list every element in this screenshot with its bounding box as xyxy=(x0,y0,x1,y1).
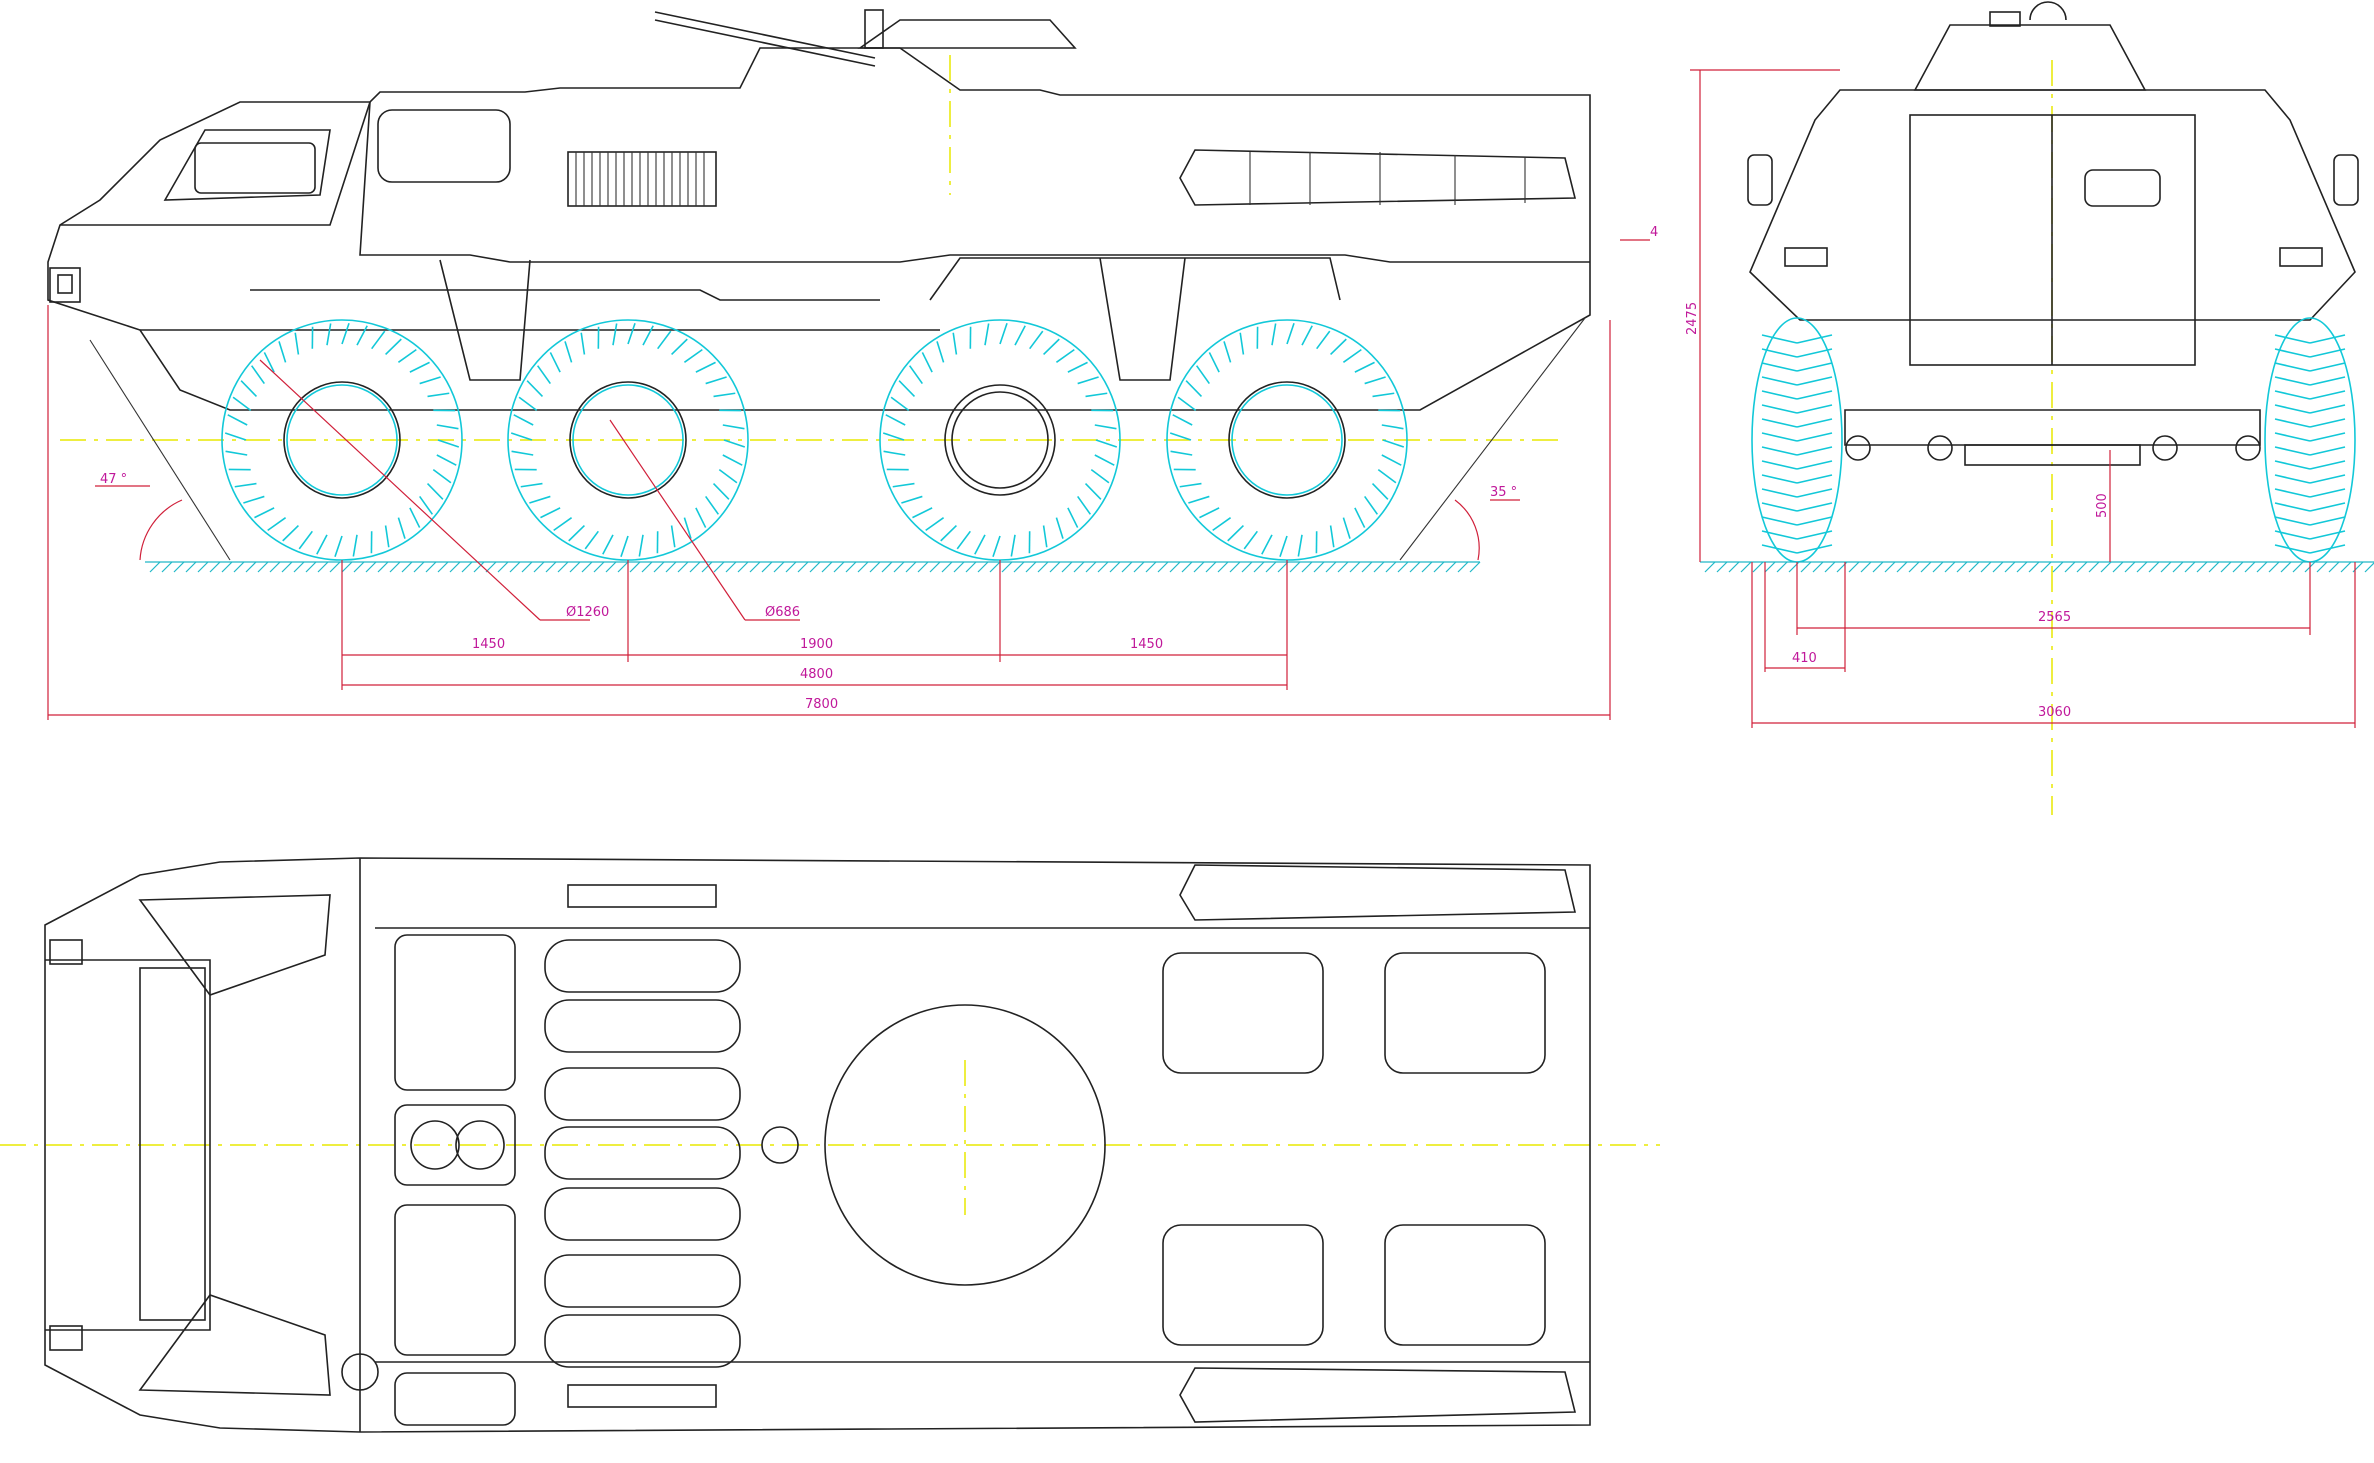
front-cupola xyxy=(2029,1,2067,21)
front-mirror-right xyxy=(2333,154,2359,206)
side-wheel-2-hub xyxy=(569,381,687,499)
side-wheel-1-hub xyxy=(283,381,401,499)
side-wheels xyxy=(221,319,1408,561)
side-sponson-rear xyxy=(929,257,1341,301)
overall-height-label: 2475 xyxy=(1685,302,1700,335)
departure-angle-label: 35 ° xyxy=(1490,485,1517,500)
front-tow-plate xyxy=(1964,444,2141,466)
front-tyre-right xyxy=(2264,317,2356,563)
side-hull-outline xyxy=(47,47,1591,411)
front-tyre-left xyxy=(1751,317,1843,563)
front-light-left xyxy=(1784,247,1828,267)
top-light-left xyxy=(49,939,83,965)
wheel-diameter-alt-label: Ø686 xyxy=(765,605,800,620)
small-offset-label: 4 xyxy=(1650,225,1658,240)
top-filler-cap xyxy=(341,1353,379,1391)
top-rear-hatch-1 xyxy=(1162,952,1324,1074)
tyre-width-label: 410 xyxy=(1792,651,1817,666)
front-light-right xyxy=(2279,247,2323,267)
top-glacis-hatch xyxy=(139,967,206,1321)
side-exhaust-pipes xyxy=(1179,149,1577,206)
front-hub-right xyxy=(2235,435,2261,461)
top-hatch-left xyxy=(138,894,331,996)
side-door xyxy=(377,109,511,183)
side-strut-rear xyxy=(1099,257,1186,381)
axle-gap-3-label: 1450 xyxy=(1130,637,1163,652)
side-wheel-4-hub xyxy=(1228,381,1346,499)
top-rear-hatch-4 xyxy=(1384,1224,1546,1346)
overall-length-label: 7800 xyxy=(805,697,838,712)
top-grille-right xyxy=(567,1384,717,1408)
side-view: 47 ° 35 ° Ø1260 Ø686 1450 1900 1450 4800… xyxy=(47,9,1658,720)
departure-angle-arc xyxy=(1454,499,1480,561)
wheel-diameter-alt-leader xyxy=(609,419,746,621)
top-exhaust-left xyxy=(1179,864,1577,921)
top-panel-4 xyxy=(394,1372,516,1426)
side-hull-bevel xyxy=(60,101,371,226)
front-hub-left xyxy=(1845,435,1871,461)
axle-gap-1-label: 1450 xyxy=(472,637,505,652)
top-rear-hatch-2 xyxy=(1384,952,1546,1074)
front-joint-left xyxy=(1927,435,1953,461)
side-gun-barrel xyxy=(654,11,876,59)
front-mirror-left xyxy=(1747,154,1773,206)
top-view xyxy=(0,857,1660,1433)
front-view: 2475 500 2565 410 3060 xyxy=(1685,1,2374,815)
top-rear-hatch-3 xyxy=(1162,1224,1324,1346)
side-turret xyxy=(857,19,1077,49)
side-wheel-3-hub xyxy=(944,384,1056,496)
departure-angle-line xyxy=(1399,317,1586,561)
side-hull-midline xyxy=(359,101,1590,263)
top-port-2 xyxy=(455,1120,505,1170)
top-light-right xyxy=(49,1325,83,1351)
side-strut-front xyxy=(439,259,531,381)
front-hull xyxy=(1749,89,2356,321)
side-windshield xyxy=(163,129,331,201)
top-glacis xyxy=(45,959,211,1331)
approach-angle-arc xyxy=(139,499,183,561)
front-vision-port xyxy=(2084,169,2161,207)
top-hatch-right xyxy=(138,1294,331,1396)
top-turret-ring xyxy=(824,1004,1106,1286)
front-joint-right xyxy=(2152,435,2178,461)
top-panel-2 xyxy=(394,1104,516,1186)
ground-clearance-label: 500 xyxy=(2095,493,2110,518)
side-sponson-front xyxy=(250,289,880,301)
side-headlight-inner xyxy=(57,274,73,294)
front-periscope xyxy=(1989,11,2021,27)
top-grille-left xyxy=(567,884,717,908)
top-gun-mount xyxy=(761,1126,799,1164)
side-gun-barrel-lower xyxy=(654,19,876,67)
side-dimension-lines xyxy=(47,305,1611,720)
top-vision-blocks xyxy=(544,939,741,1368)
top-hull-outline xyxy=(44,857,1591,1433)
overall-width-label: 3060 xyxy=(2038,705,2071,720)
side-periscope xyxy=(864,9,884,49)
side-window xyxy=(194,142,316,194)
top-panel-1 xyxy=(394,934,516,1091)
side-ground-hatch xyxy=(149,561,1481,573)
front-ground-hatch xyxy=(1704,561,2374,573)
wheel-diameter-label: Ø1260 xyxy=(566,605,609,620)
track-label: 2565 xyxy=(2038,610,2071,625)
front-turret xyxy=(1913,24,2147,91)
side-vent-grille xyxy=(567,151,717,207)
top-panel-3 xyxy=(394,1204,516,1356)
axle-gap-2-label: 1900 xyxy=(800,637,833,652)
approach-angle-line xyxy=(89,339,231,561)
front-dimension-lines xyxy=(1690,69,2356,728)
approach-angle-label: 47 ° xyxy=(100,472,127,487)
side-headlight xyxy=(49,267,81,303)
top-port-1 xyxy=(410,1120,460,1170)
wheelbase-total-label: 4800 xyxy=(800,667,833,682)
wheel-diameter-leader xyxy=(259,359,541,621)
top-exhaust-right xyxy=(1179,1367,1577,1423)
